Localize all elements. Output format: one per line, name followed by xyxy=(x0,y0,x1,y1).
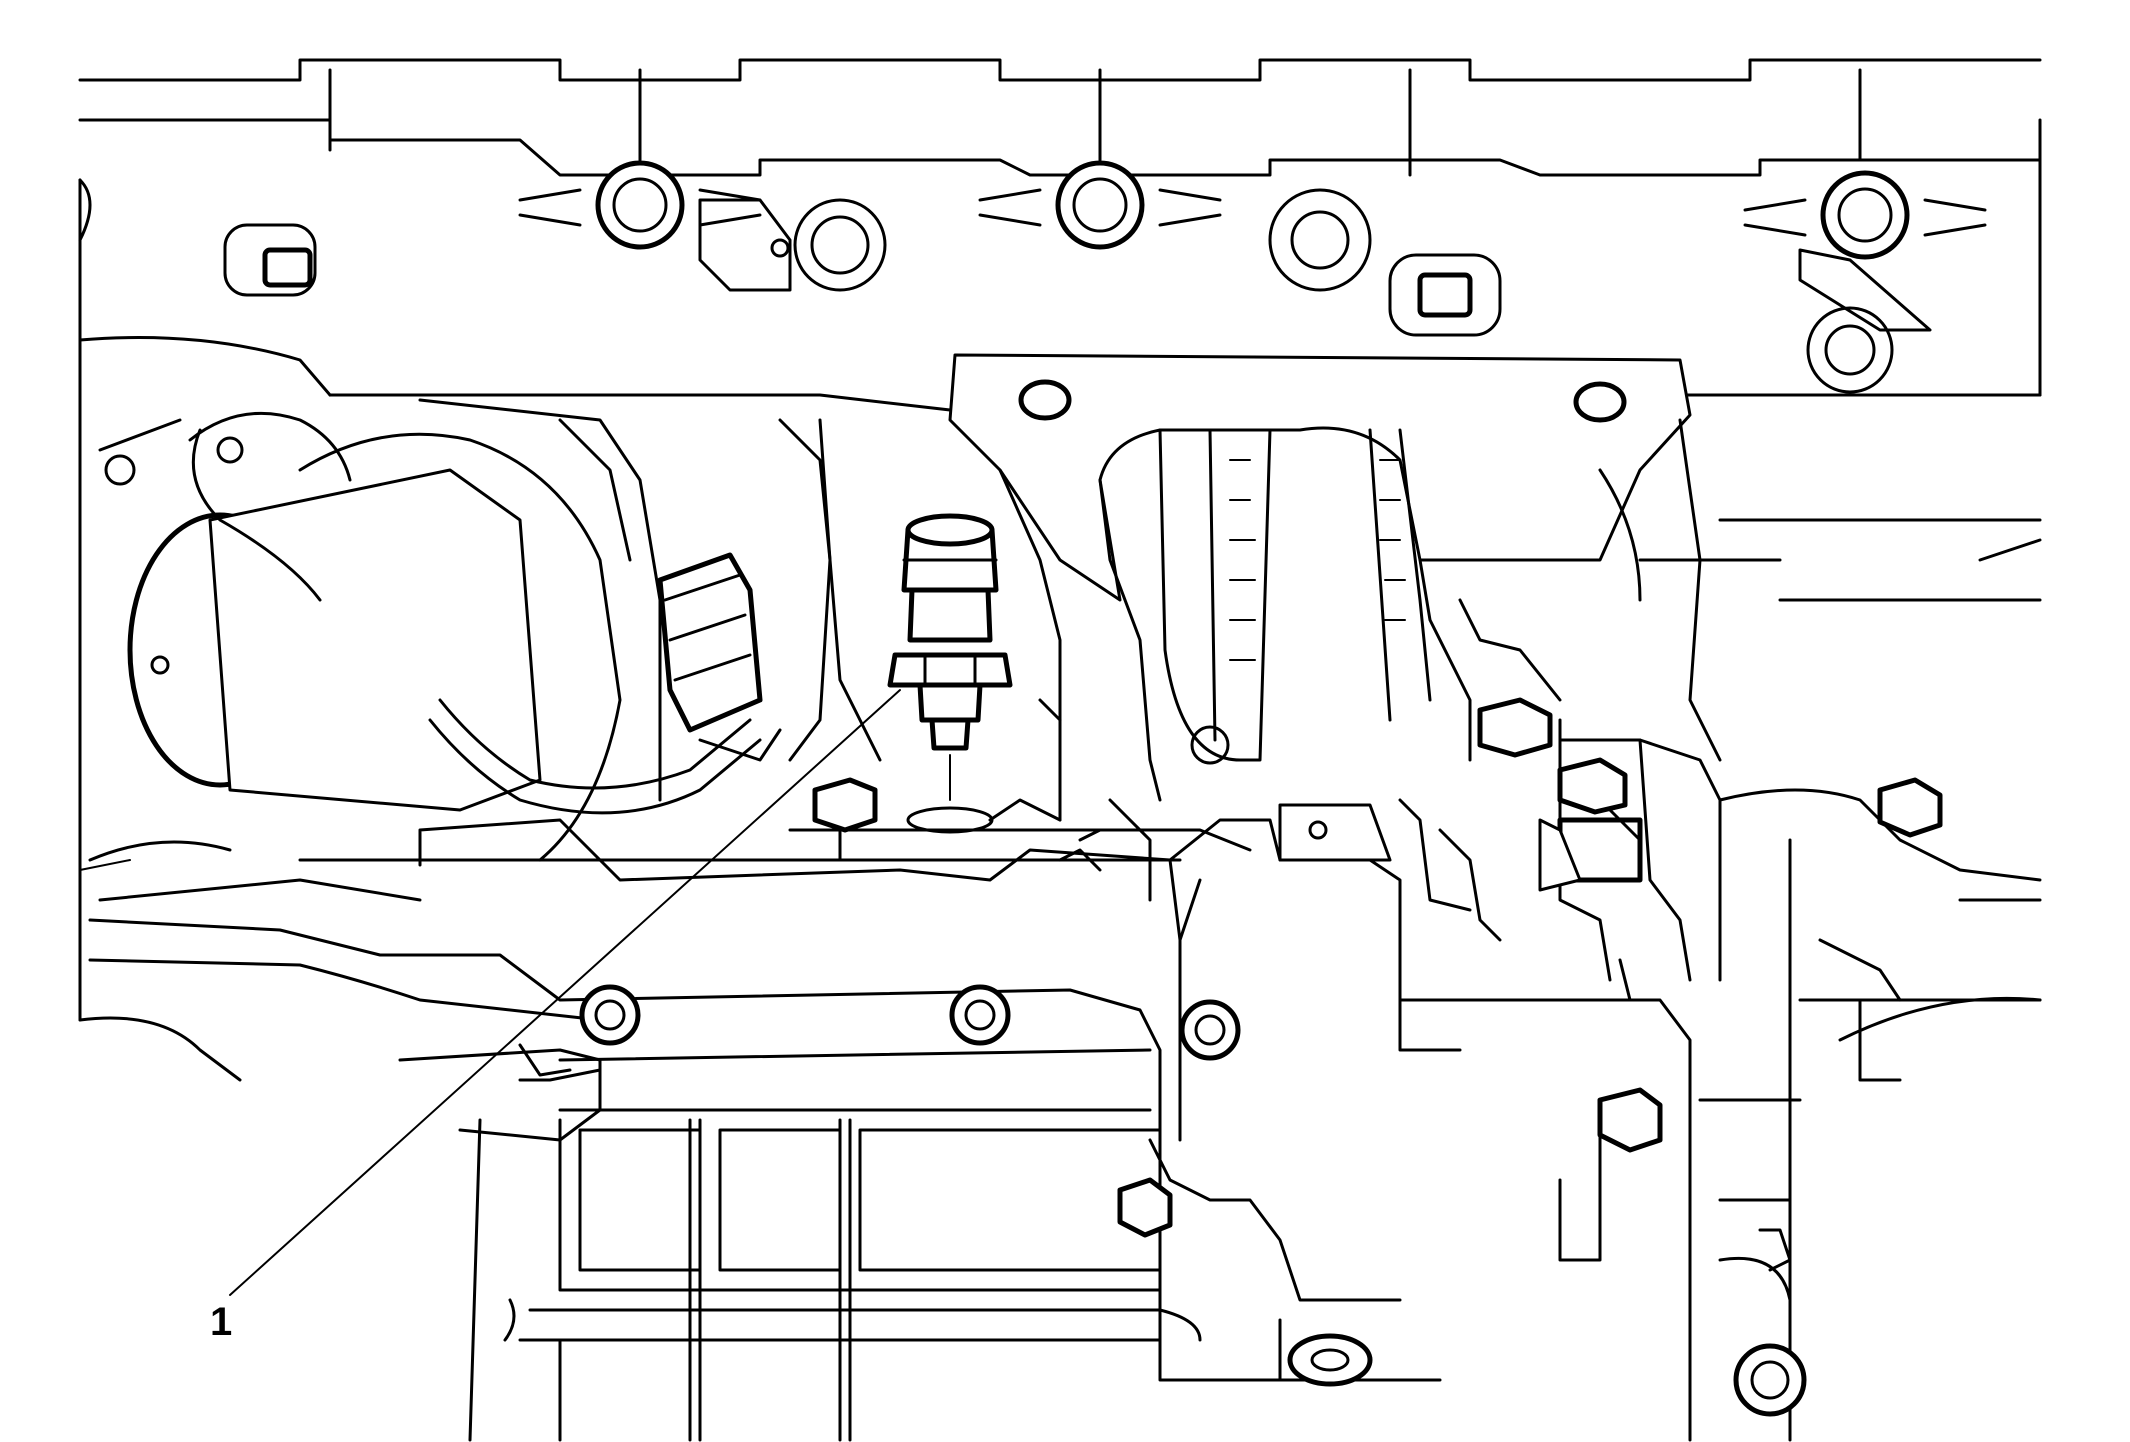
electrical-connector xyxy=(657,552,782,762)
sensor-boss-bolt xyxy=(812,777,878,862)
right-bolt-1 xyxy=(1477,697,1553,758)
callout-1: 1 xyxy=(79,689,901,1344)
lower-bolt-1 xyxy=(579,984,641,1046)
lower-block xyxy=(78,777,1252,1442)
manifold-bolt-right xyxy=(1743,170,1987,260)
right-bracket-assembly xyxy=(1117,418,2042,1442)
mount-bracket xyxy=(948,353,1692,762)
right-bolt-2 xyxy=(1557,757,1628,815)
right-bolt-5 xyxy=(1117,1177,1173,1238)
mid-structure xyxy=(818,418,1230,902)
right-bolt-4 xyxy=(1597,1087,1663,1153)
manifold-bolt-left xyxy=(518,160,762,250)
manifold-bolt-center xyxy=(978,160,1222,250)
callout-label-1: 1 xyxy=(210,1300,232,1344)
pressure-sensor xyxy=(887,513,1013,834)
left-motor-assembly xyxy=(78,393,832,1022)
lower-bolt-3 xyxy=(1179,999,1241,1061)
right-bolt-3 xyxy=(1877,777,1943,838)
lower-bolt-2 xyxy=(949,984,1011,1046)
